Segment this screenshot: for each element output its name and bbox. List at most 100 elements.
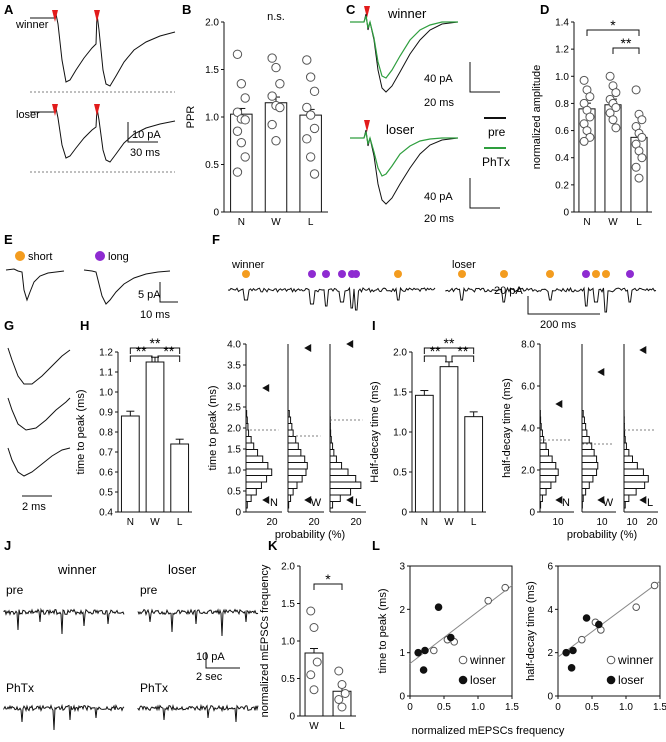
loser-point xyxy=(569,646,577,655)
panel-f-scale-bar xyxy=(527,296,600,315)
legend-winner-marker xyxy=(458,655,468,665)
y-tick-label: 2.0 xyxy=(281,562,295,573)
y-axis-label: time to peak (ms) xyxy=(75,390,87,475)
bar-W xyxy=(264,102,288,213)
short-event-dot xyxy=(458,270,466,278)
data-point xyxy=(309,623,319,632)
histogram-bin xyxy=(245,436,252,444)
outlier-arrow xyxy=(346,496,354,504)
data-point xyxy=(309,169,320,179)
y-axis-label: PPR xyxy=(185,106,197,129)
y-tick-label: 4.0 xyxy=(227,340,241,351)
panel-a-stim-2-bottom xyxy=(94,104,100,116)
legend-loser-marker xyxy=(458,675,468,685)
histogram-bin xyxy=(287,462,308,470)
panel-label-d: D xyxy=(540,2,549,17)
loser-point xyxy=(595,620,603,629)
histogram-bin xyxy=(287,449,302,457)
short-event-dot xyxy=(546,270,554,278)
histogram-bin xyxy=(581,488,587,496)
histogram-bin xyxy=(623,481,646,489)
y-tick-label: 0.9 xyxy=(99,408,113,419)
histogram-bin xyxy=(623,442,627,450)
panel-c-scale-bar-top xyxy=(469,62,500,93)
panel-a-scale-bar xyxy=(127,122,158,143)
histogram-bin xyxy=(245,468,273,476)
data-point xyxy=(306,606,316,616)
long-event-dot xyxy=(352,270,360,278)
short-event-dot xyxy=(394,270,402,278)
significance-star: ** xyxy=(150,335,161,351)
histogram-bin xyxy=(581,494,584,502)
legend-loser-label: loser xyxy=(470,673,496,687)
histogram-bin xyxy=(539,501,542,509)
x-tick-label: L xyxy=(308,217,314,228)
histogram-bin xyxy=(623,468,644,476)
panel-e-short-label: short xyxy=(28,251,52,263)
panel-c-scale-y-bottom: 40 pA xyxy=(424,191,453,203)
x-tick-label: 0 xyxy=(407,702,413,713)
winner-point xyxy=(430,646,438,655)
histogram-bin xyxy=(287,416,292,424)
histogram-bin xyxy=(245,462,269,470)
panel-j-traces xyxy=(3,607,259,731)
x-tick-label: N xyxy=(583,217,590,228)
panel-g: 2 ms xyxy=(7,347,71,513)
data-point xyxy=(309,685,319,695)
mepsc-trace xyxy=(3,703,125,731)
y-tick-label: 2.0 xyxy=(227,424,241,435)
histogram-bin xyxy=(287,455,306,463)
x-tick-label: 20 xyxy=(646,517,658,528)
panel-e-short-trace xyxy=(5,268,65,302)
y-tick-label: 1.0 xyxy=(205,113,219,124)
panel-a-loser-trace xyxy=(30,107,176,163)
y-tick-label: 1.5 xyxy=(281,599,295,610)
histogram-bin xyxy=(287,468,307,476)
significance-bracket xyxy=(129,355,153,362)
spontaneous-trace xyxy=(445,286,657,313)
panel-e-short-dot xyxy=(15,251,25,261)
panel-h-histogram: time to peak (ms)00.51.01.52.02.53.03.54… xyxy=(207,340,366,541)
long-event-dot xyxy=(322,270,330,278)
bar-N xyxy=(414,394,434,513)
data-point xyxy=(637,132,647,142)
panel-g-trace-3 xyxy=(7,447,71,477)
y-tick-label: 1.1 xyxy=(99,368,113,379)
y-axis-label: time to peak (ms) xyxy=(377,589,389,674)
histogram-bin xyxy=(623,475,649,483)
data-point xyxy=(267,91,277,101)
histogram-bin xyxy=(581,429,588,437)
y-tick-label: 0 xyxy=(401,508,407,519)
bar-N xyxy=(120,415,140,513)
outlier-arrow xyxy=(555,400,563,408)
panel-f-winner-label: winner xyxy=(231,259,265,271)
y-tick-label: 3 xyxy=(399,562,405,573)
y-tick-label: 8.0 xyxy=(521,340,535,351)
histogram-bin xyxy=(287,442,299,450)
significance-bracket xyxy=(313,583,343,590)
data-point xyxy=(302,102,312,113)
data-point xyxy=(275,79,285,89)
panel-label-g: G xyxy=(4,318,14,333)
data-point xyxy=(240,152,250,162)
panel-c-legend-pre: pre xyxy=(488,125,506,139)
loser-point xyxy=(567,664,576,672)
data-point xyxy=(608,115,618,125)
y-tick-label: 4.0 xyxy=(521,424,535,435)
panel-j-scale-y: 10 pA xyxy=(196,651,225,663)
significance-star: ** xyxy=(444,335,455,351)
panel-j-pre-right: pre xyxy=(140,583,158,597)
outlier-arrow xyxy=(262,496,270,504)
histogram-bin xyxy=(623,501,626,509)
y-tick-label: 0 xyxy=(547,692,553,703)
x-tick-label: W xyxy=(309,721,319,732)
y-tick-label: 0.5 xyxy=(99,488,113,499)
data-point xyxy=(334,666,344,676)
y-tick-label: 1.0 xyxy=(99,388,113,399)
x-tick-label: 0.5 xyxy=(437,702,451,713)
panel-label-a: A xyxy=(4,2,14,17)
y-tick-label: 0.5 xyxy=(393,468,407,479)
